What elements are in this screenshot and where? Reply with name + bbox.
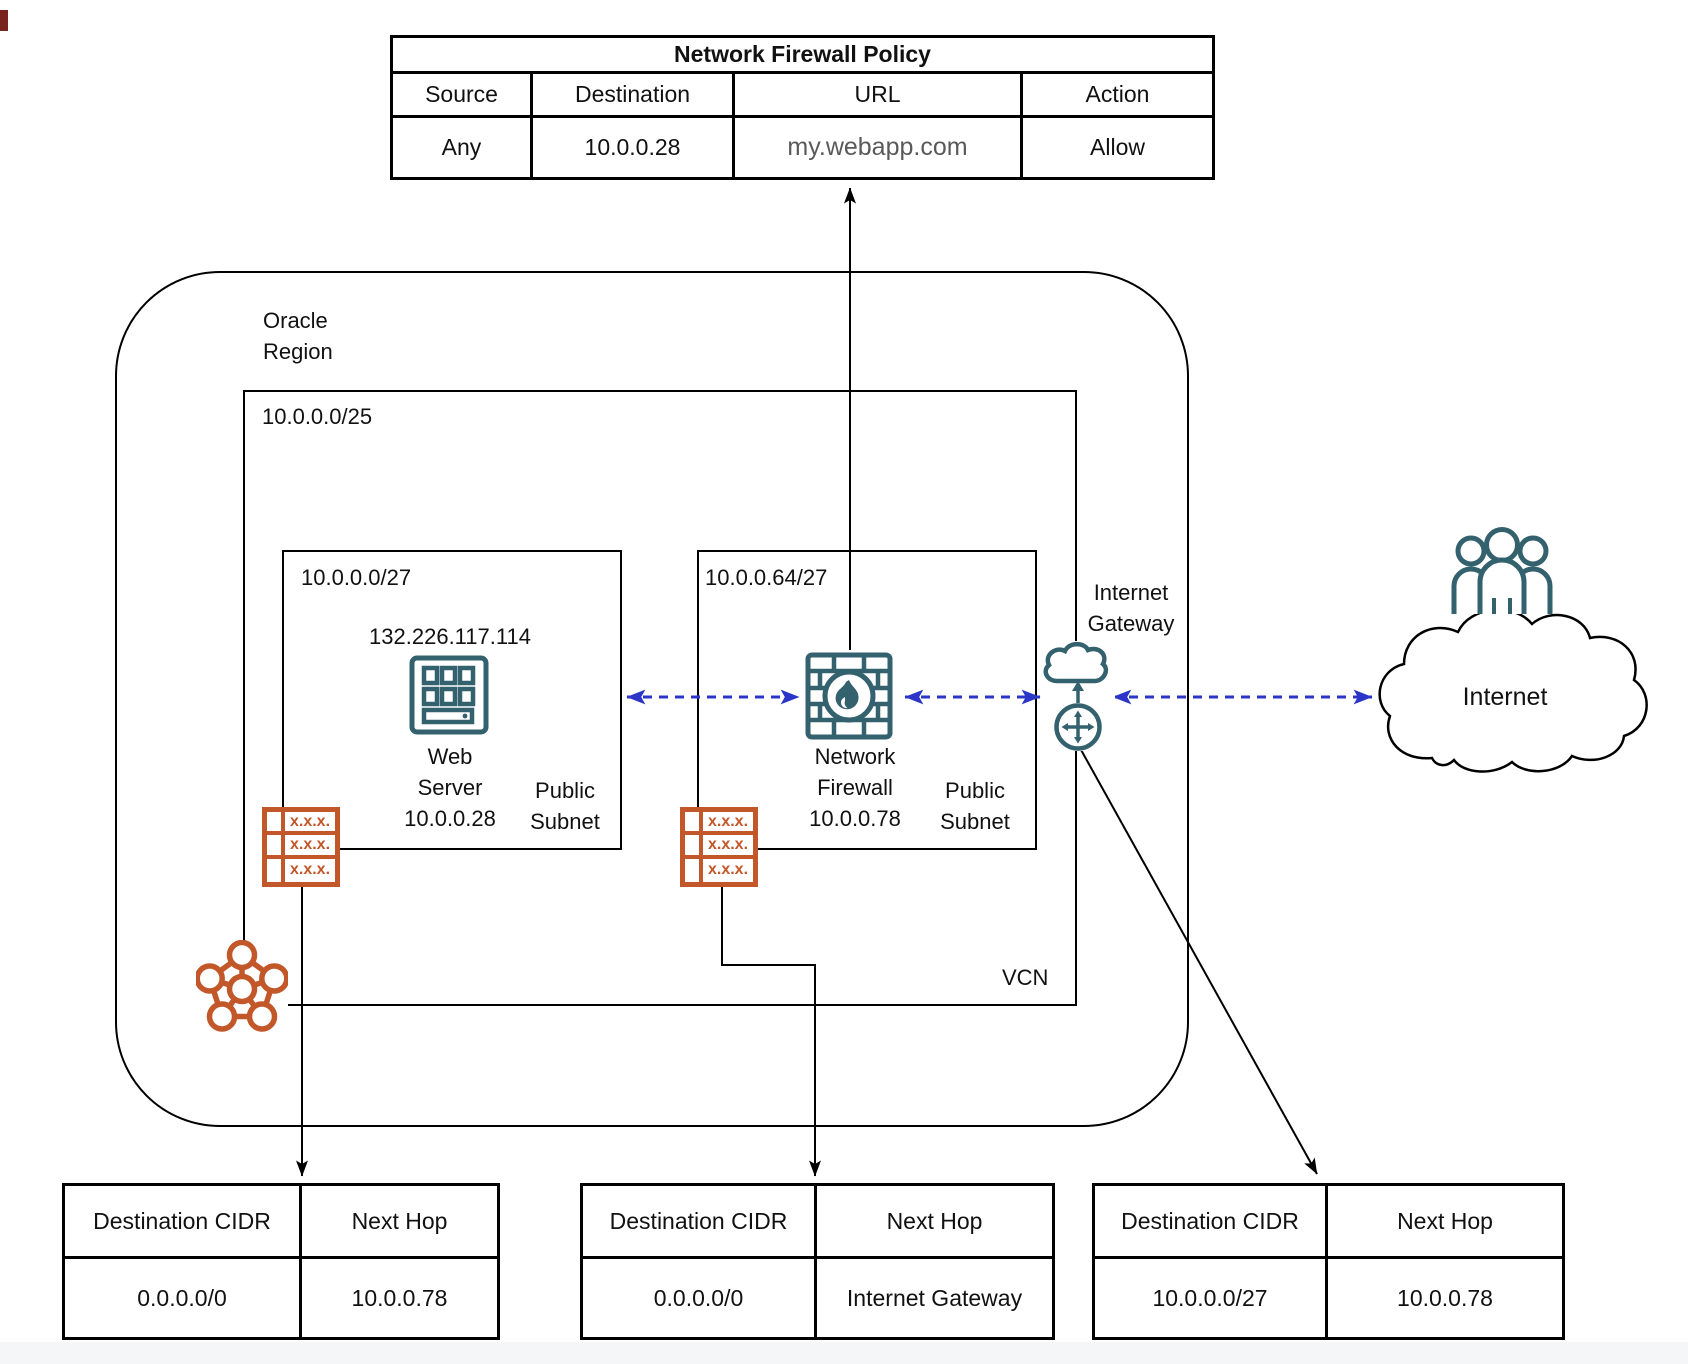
internet-users-icon [1451, 527, 1553, 614]
subnet-fw-type-label: Public Subnet [940, 778, 1010, 834]
subnet-web-cidr-label: 10.0.0.0/27 [301, 565, 412, 590]
route-table-fw-subnet: Destination CIDR Next Hop 0.0.0.0/0 Inte… [580, 1183, 1055, 1340]
route-table-gateway: Destination CIDR Next Hop 10.0.0.0/27 10… [1092, 1183, 1565, 1340]
rt3-header-cidr: Destination CIDR [1095, 1186, 1328, 1259]
route-icon-entry: x.x.x. [703, 835, 753, 859]
rt2-header-cidr: Destination CIDR [583, 1186, 817, 1259]
policy-cell-action: Allow [1090, 134, 1145, 160]
policy-cell-source: Any [393, 118, 533, 177]
policy-col-url: URL [735, 74, 1023, 118]
route-icon-entry: x.x.x. [703, 812, 753, 836]
internet-label: Internet [1462, 683, 1548, 711]
internet-cloud [1378, 608, 1648, 773]
rt1-cell-nexthop: 10.0.0.78 [351, 1284, 448, 1311]
policy-col-source: Source [393, 74, 533, 118]
internet-gateway-label: Internet Gateway [1087, 580, 1175, 636]
web-server-icon [407, 653, 491, 737]
rt2-header-nexthop: Next Hop [817, 1186, 1052, 1259]
rt2-cell-cidr: 0.0.0.0/0 [583, 1259, 817, 1337]
route-icon-cell [685, 812, 703, 836]
route-icon-entry: x.x.x. [707, 861, 749, 879]
edge-artifact [0, 10, 8, 31]
vcn-pentagon-icon [196, 940, 288, 1034]
route-icon-entry: x.x.x. [285, 835, 335, 859]
vcn-label: VCN [1002, 965, 1049, 990]
arrow-routeicon2-to-table2 [721, 886, 821, 1177]
subnet-web-box [282, 550, 622, 850]
subnet-fw-cidr-label: 10.0.0.64/27 [705, 565, 828, 590]
vcn-cidr-label: 10.0.0.0/25 [262, 404, 373, 429]
rt3-cell-nexthop: 10.0.0.78 [1397, 1284, 1493, 1311]
route-table-web-subnet: Destination CIDR Next Hop 0.0.0.0/0 10.0… [62, 1183, 500, 1340]
route-table-icon-fw: x.x.x. x.x.x. x.x.x. [680, 807, 758, 887]
route-icon-cell [267, 858, 285, 882]
oracle-region-label: Oracle Region [263, 308, 333, 364]
subnet-web-type-label: Public Subnet [530, 778, 600, 834]
route-icon-cell [267, 835, 285, 859]
policy-cell-destination: 10.0.0.28 [533, 118, 735, 177]
route-table-icon-web: x.x.x. x.x.x. x.x.x. [262, 807, 340, 887]
internet-gateway-icon [1041, 641, 1115, 751]
route-icon-cell [267, 812, 285, 836]
rt3-cell-cidr: 10.0.0.0/27 [1095, 1259, 1328, 1337]
route-icon-cell [685, 858, 703, 882]
network-firewall-label: Network Firewall 10.0.0.78 [809, 744, 901, 831]
rt1-header-nexthop: Next Hop [302, 1186, 497, 1259]
web-server-label: Web Server 10.0.0.28 [404, 744, 496, 831]
arrow-gateway-to-table3 [1079, 747, 1318, 1175]
policy-col-action: Action [1023, 74, 1212, 118]
policy-cell-url: my.webapp.com [735, 118, 1023, 177]
rt1-header-cidr: Destination CIDR [65, 1186, 302, 1259]
rt2-cell-nexthop: Internet Gateway [846, 1284, 1023, 1311]
policy-col-destination: Destination [533, 74, 735, 118]
network-firewall-icon [803, 650, 895, 742]
rt1-cell-cidr: 0.0.0.0/0 [65, 1259, 302, 1337]
network-firewall-policy-table: Network Firewall Policy Source Destinati… [390, 35, 1215, 180]
route-icon-entry: x.x.x. [289, 861, 331, 879]
route-icon-entry: x.x.x. [285, 812, 335, 836]
bottom-strip [0, 1342, 1688, 1364]
route-icon-cell [685, 835, 703, 859]
rt3-header-nexthop: Next Hop [1328, 1186, 1562, 1259]
public-ip-label: 132.226.117.114 [369, 624, 531, 649]
policy-table-title: Network Firewall Policy [393, 38, 1212, 74]
